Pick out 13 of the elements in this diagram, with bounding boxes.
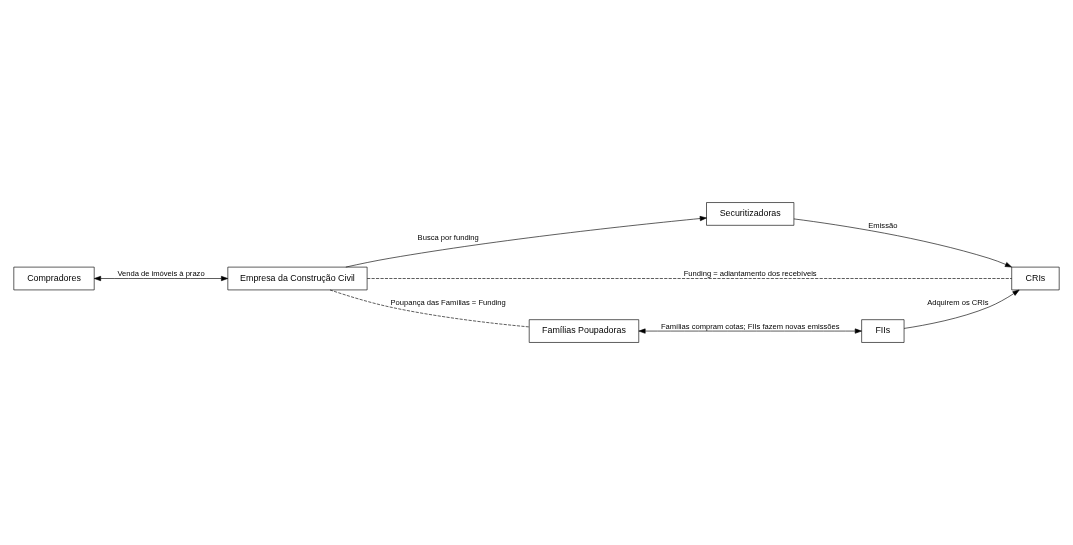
node-box: CRIs bbox=[1011, 266, 1060, 291]
arrow bbox=[345, 216, 707, 268]
node-box: Famílias Poupadoras bbox=[528, 319, 640, 343]
node-box: Securitizadoras bbox=[706, 202, 795, 226]
node-box: Compradores bbox=[13, 266, 95, 291]
arrow bbox=[638, 328, 862, 334]
arrow bbox=[793, 218, 1012, 268]
arrow bbox=[94, 276, 228, 282]
node-box: Empresa da Construção Civil bbox=[227, 266, 368, 291]
connector bbox=[366, 278, 1012, 279]
arrow bbox=[903, 289, 1020, 329]
connector bbox=[329, 289, 530, 328]
node-box: FIIs bbox=[861, 319, 905, 343]
